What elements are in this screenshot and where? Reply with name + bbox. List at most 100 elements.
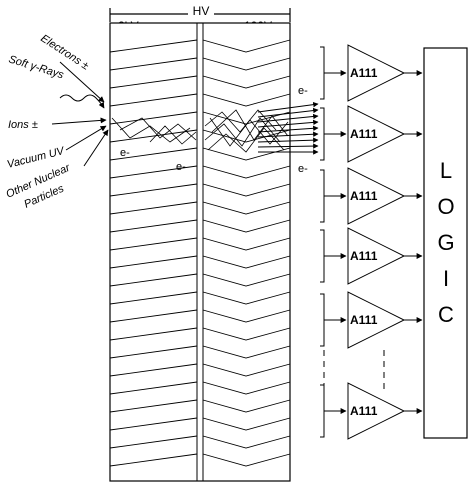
channel-wall-right — [202, 165, 291, 179]
amplifier-triangle — [347, 227, 406, 285]
cascade-path — [211, 109, 289, 141]
channel-wall-left — [109, 39, 198, 53]
input-arrow-ions — [51, 117, 107, 125]
amplifier-label: A111 — [350, 66, 378, 80]
electron-label: e- — [298, 163, 308, 175]
channel-wall-left — [109, 363, 198, 377]
channel-wall-right — [202, 75, 291, 89]
amplifier-triangle — [347, 44, 406, 102]
channel-wall-left — [109, 57, 198, 71]
channel-wall-left — [109, 219, 198, 233]
channel-wall-left — [109, 111, 198, 125]
channel-wall-left — [109, 237, 198, 251]
channel-wall-left — [109, 273, 198, 287]
channel-wall-left — [109, 147, 198, 161]
amplifier-triangle — [347, 167, 406, 225]
channel-wall-right — [202, 219, 291, 233]
amplifier-channel: A111 — [320, 44, 423, 102]
channel-wall-left — [109, 75, 198, 89]
electron-cascade — [111, 109, 289, 153]
channel-walls — [109, 39, 291, 467]
channel-wall-right — [202, 291, 291, 305]
amplifier-label: A111 — [350, 404, 378, 418]
channel-wall-right — [202, 273, 291, 287]
cascade-path — [111, 117, 191, 143]
input-arrow-electrons — [59, 61, 105, 103]
electron-fanout-arrow — [257, 125, 319, 133]
channel-wall-left — [109, 201, 198, 215]
electron-fanout-arrow — [257, 107, 319, 118]
channel-ellipsis — [323, 350, 385, 392]
input-label-soft-gamma-rays: Soft γ-Rays — [7, 53, 65, 81]
channel-wall-left — [109, 129, 198, 143]
anode-bracket — [320, 229, 325, 283]
channel-wall-right — [202, 363, 291, 377]
channel-wall-left — [109, 183, 198, 197]
logic-letter: G — [437, 230, 455, 255]
input-label-ions: Ions ± — [8, 119, 38, 131]
channel-wall-right — [202, 435, 291, 449]
amplifier-label: A111 — [350, 189, 378, 203]
electron-fanout-arrows — [257, 101, 319, 155]
plate-frame — [109, 22, 291, 482]
channel-wall-left — [109, 417, 198, 431]
electron-fanout-arrow — [257, 119, 319, 128]
channel-wall-left — [109, 327, 198, 341]
channel-wall-right — [202, 129, 291, 143]
logic-letter: L — [439, 158, 453, 183]
cascade-path — [207, 127, 285, 153]
channel-wall-left — [109, 435, 198, 449]
channel-wall-left — [109, 255, 198, 269]
cascade-path — [209, 117, 289, 147]
amplifier-channel: A111 — [320, 227, 423, 285]
channel-wall-right — [202, 399, 291, 413]
electron-label: e- — [298, 85, 308, 97]
amplifier-label: A111 — [350, 313, 378, 327]
channel-wall-right — [202, 453, 291, 467]
electron-fanout-arrow — [257, 101, 319, 113]
electron-fanout-arrow — [257, 131, 319, 138]
channel-wall-right — [202, 327, 291, 341]
channel-wall-right — [202, 255, 291, 269]
input-arrow-soft-gamma-rays — [59, 94, 105, 109]
anode-bracket — [320, 107, 325, 161]
channel-wall-left — [109, 399, 198, 413]
channel-wall-left — [109, 93, 198, 107]
hv-label: HV — [193, 4, 210, 18]
channel-wall-left — [109, 165, 198, 179]
input-arrow-other-nuclear — [83, 129, 109, 167]
anode-bracket — [320, 384, 325, 438]
electron-fanout-arrow — [257, 137, 319, 143]
amplifier-channel: A111 — [320, 382, 423, 440]
amplifier-triangle — [347, 291, 406, 349]
cascade-path — [149, 125, 197, 145]
amplifier-label: A111 — [350, 249, 378, 263]
amplifier-triangle — [347, 382, 406, 440]
amplifier-channel: A111 — [320, 291, 423, 349]
channel-wall-right — [202, 345, 291, 359]
anode-bracket — [320, 293, 325, 347]
channel-wall-left — [109, 345, 198, 359]
cascade-path — [119, 117, 197, 141]
amplifier-label: A111 — [350, 127, 378, 141]
electron-fanout-arrow — [257, 113, 319, 123]
logic-letter: C — [438, 302, 454, 327]
electron-label: e- — [120, 147, 130, 159]
amplifier-triangle — [347, 105, 406, 163]
channel-wall-left — [109, 291, 198, 305]
channel-wall-left — [109, 309, 198, 323]
channel-wall-right — [202, 309, 291, 323]
channel-wall-right — [202, 183, 291, 197]
channel-wall-left — [109, 381, 198, 395]
input-particles: Electrons ± Soft γ-Rays Ions ± Vacuum UV… — [4, 32, 109, 211]
amplifier-channel: A111 — [320, 167, 423, 225]
channel-wall-right — [202, 93, 291, 107]
anode-bracket — [320, 46, 325, 100]
amplifier-channel: A111 — [320, 105, 423, 163]
input-arrow-vacuum-uv — [65, 125, 107, 151]
channel-wall-right — [202, 201, 291, 215]
channel-wall-right — [202, 57, 291, 71]
logic-block — [423, 47, 468, 439]
